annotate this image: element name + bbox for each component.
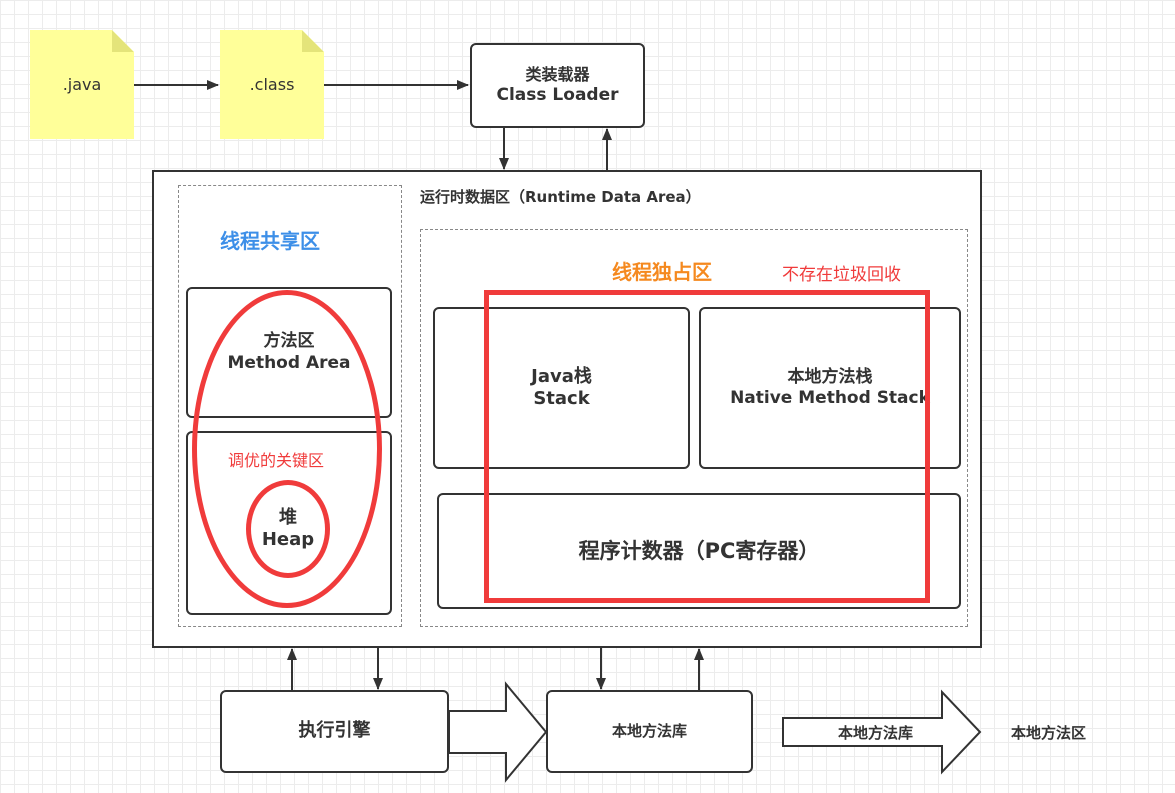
tuning-key-ellipse: [192, 290, 382, 608]
java-file-label: .java: [62, 75, 102, 94]
class-loader-label-cn: 类装载器: [525, 64, 590, 84]
thread-private-title: 线程独占区: [612, 260, 712, 284]
java-stack-box: Java栈 Stack: [433, 307, 690, 469]
block-arrow-engine-to-native-lib: [448, 681, 548, 783]
java-stack-label-cn: Java栈: [531, 365, 592, 387]
thread-shared-region: [178, 185, 402, 627]
pc-register-box: 程序计数器（PC寄存器）: [437, 493, 961, 609]
class-loader-label-en: Class Loader: [496, 84, 619, 105]
no-gc-note: 不存在垃圾回收: [782, 265, 901, 285]
thread-private-region: [420, 229, 968, 627]
java-stack-label-en: Stack: [533, 388, 590, 409]
native-stack-label-cn: 本地方法栈: [787, 366, 873, 387]
native-library-label: 本地方法库: [611, 722, 687, 741]
class-loader-box: 类装载器 Class Loader: [470, 43, 645, 128]
native-interface-arrow-label: 本地方法库: [838, 724, 914, 742]
execution-engine-label: 执行引擎: [298, 720, 371, 742]
execution-engine-box: 执行引擎: [220, 690, 449, 773]
native-method-area-label: 本地方法区: [1011, 724, 1087, 742]
class-file-note: .class: [220, 30, 324, 139]
pc-register-label: 程序计数器（PC寄存器）: [578, 538, 820, 563]
no-gc-highlight-rect: [484, 290, 930, 603]
runtime-data-area-title: 运行时数据区（Runtime Data Area）: [420, 188, 701, 206]
class-file-label: .class: [249, 75, 295, 94]
thread-shared-title: 线程共享区: [220, 229, 320, 253]
native-library-box: 本地方法库: [546, 690, 753, 773]
java-file-note: .java: [30, 30, 134, 139]
native-stack-label-en: Native Method Stack: [730, 388, 930, 408]
native-method-stack-box: 本地方法栈 Native Method Stack: [699, 307, 961, 469]
block-arrow-native-interface: [782, 689, 982, 775]
